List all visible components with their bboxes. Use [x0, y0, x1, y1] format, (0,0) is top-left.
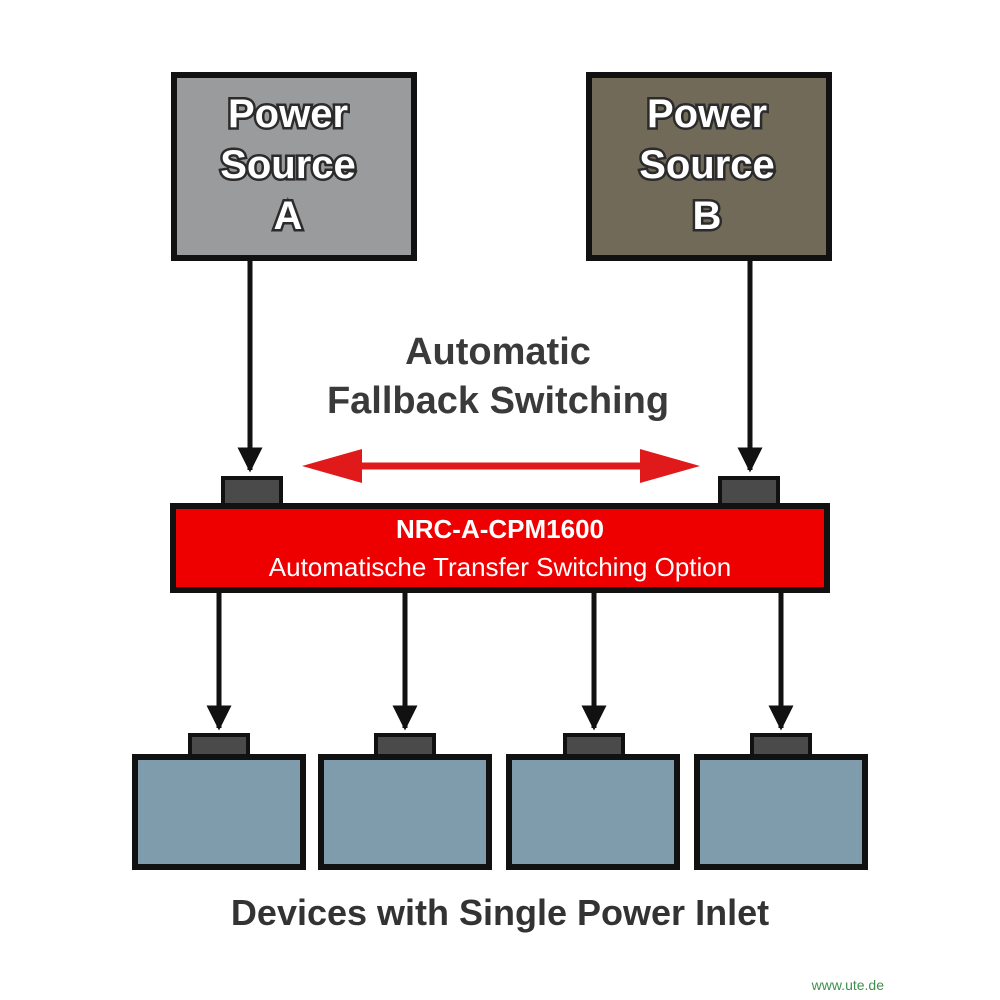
device-3	[506, 733, 680, 870]
switch-inlet-b	[718, 476, 780, 508]
device-3-box	[506, 754, 680, 870]
device-3-inlet	[563, 733, 625, 759]
watermark-label: www.ute.de	[811, 977, 885, 993]
switch-unit: NRC-A-CPM1600 Automatische Transfer Swit…	[170, 503, 830, 593]
device-2-box	[318, 754, 492, 870]
device-1-inlet	[188, 733, 250, 759]
power-source-a-box	[171, 72, 417, 261]
switch-description-label: Automatische Transfer Switching Option	[269, 552, 731, 582]
device-4-inlet	[750, 733, 812, 759]
device-1	[132, 733, 306, 870]
switch-model-label: NRC-A-CPM1600	[396, 514, 604, 544]
power-source-b: Power Source B	[586, 72, 832, 261]
switch-unit-bar	[170, 503, 830, 593]
source-b-label-line-2: Source	[639, 143, 775, 187]
device-4-box	[694, 754, 868, 870]
power-source-b-box	[586, 72, 832, 261]
source-a-label-line-3: A	[274, 194, 303, 238]
fallback-double-arrow	[302, 449, 700, 483]
source-b-label-line-3: B	[693, 194, 722, 238]
device-4	[694, 733, 868, 870]
source-a-label-line-1: Power	[228, 92, 348, 136]
switch-inlet-a	[221, 476, 283, 508]
device-2-inlet	[374, 733, 436, 759]
source-b-label-line-1: Power	[647, 92, 767, 136]
fallback-heading-line-2: Fallback Switching	[327, 380, 669, 422]
source-a-label-line-2: Source	[220, 143, 356, 187]
device-2	[318, 733, 492, 870]
device-1-box	[132, 754, 306, 870]
devices-footer-label: Devices with Single Power Inlet	[231, 892, 769, 933]
fallback-heading-line-1: Automatic	[405, 331, 591, 373]
power-source-a: Power Source A	[171, 72, 417, 261]
